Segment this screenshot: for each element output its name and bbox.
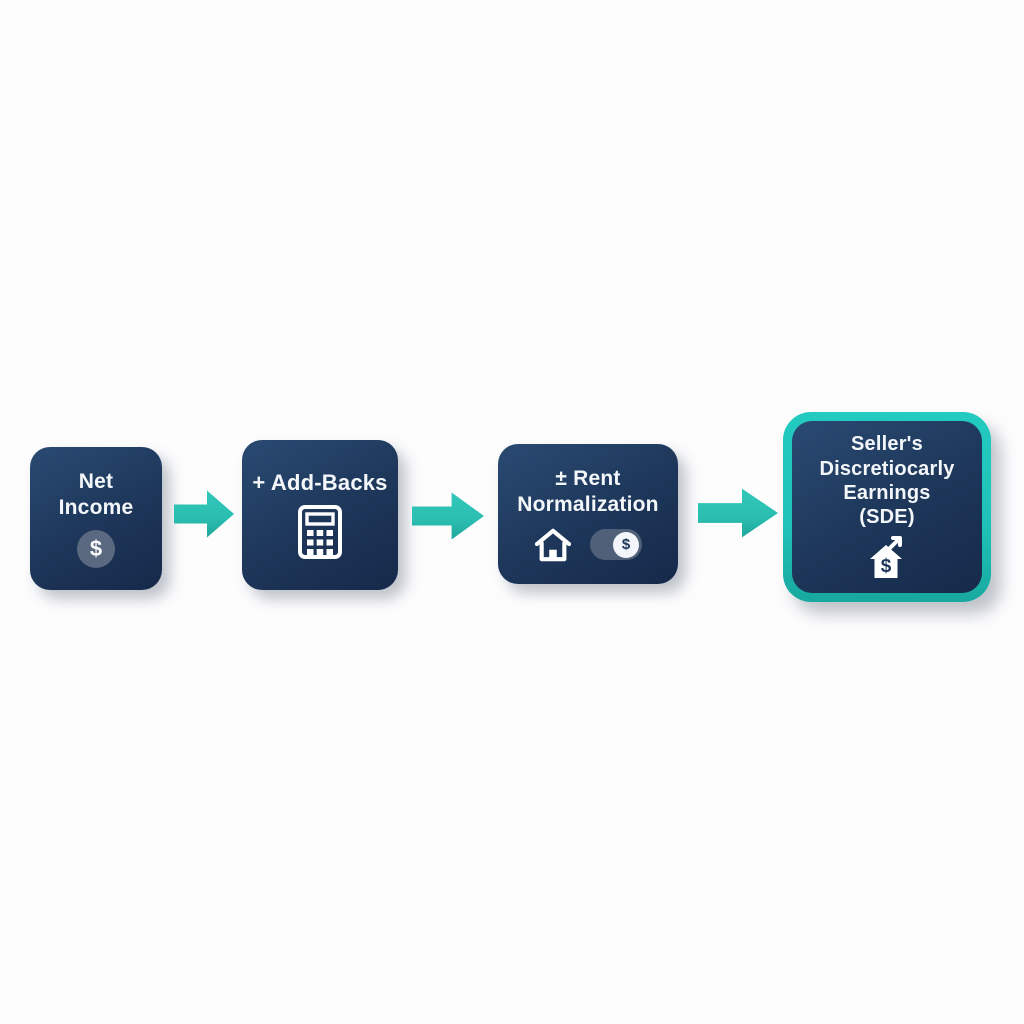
dollar-coin-small-icon: $ [613, 531, 639, 558]
dollar-glyph: $ [621, 536, 631, 554]
step-box-rent-normalization: ± Rent Normalization $ [498, 444, 678, 584]
step-label-line: + Add-Backs [252, 469, 388, 495]
dollar-glyph: $ [89, 535, 103, 561]
step-label-line: ± Rent [555, 467, 621, 491]
step-label-line: Net [78, 470, 114, 494]
coin-toggle-icon: $ [590, 529, 642, 561]
step-label-line: Seller's [851, 433, 923, 456]
house-dollar-growth-icon: $ [870, 535, 902, 578]
step-label-line: (SDE) [859, 506, 915, 529]
step-label-rent-normalization: ± Rent Normalization [517, 466, 658, 517]
step-label-line: Income [58, 496, 134, 519]
arrow-right-icon [174, 490, 234, 538]
arrow-right-icon [698, 488, 778, 538]
calculator-icon [298, 505, 342, 560]
dollar-glyph: $ [881, 556, 892, 577]
dollar-coin-icon: $ [77, 529, 115, 568]
arrow-right-icon [412, 492, 484, 540]
step-box-net-income: Net Income $ [30, 447, 162, 590]
step-label-line: Earnings [843, 482, 931, 504]
step-label-line: Discretiocarly [819, 457, 955, 480]
step-label-add-backs: + Add-Backs [252, 470, 387, 497]
rent-icons-row: $ [534, 528, 642, 562]
step-box-sde-highlight-frame: Seller's Discretiocarly Earnings (SDE) $ [783, 412, 991, 602]
step-label-sde: Seller's Discretiocarly Earnings (SDE) [819, 432, 954, 530]
step-label-line: Normalization [517, 493, 659, 516]
step-box-sde: Seller's Discretiocarly Earnings (SDE) $ [792, 421, 982, 593]
step-label-net-income: Net Income [59, 469, 134, 520]
step-box-add-backs: + Add-Backs [242, 440, 398, 590]
house-icon [534, 528, 572, 561]
